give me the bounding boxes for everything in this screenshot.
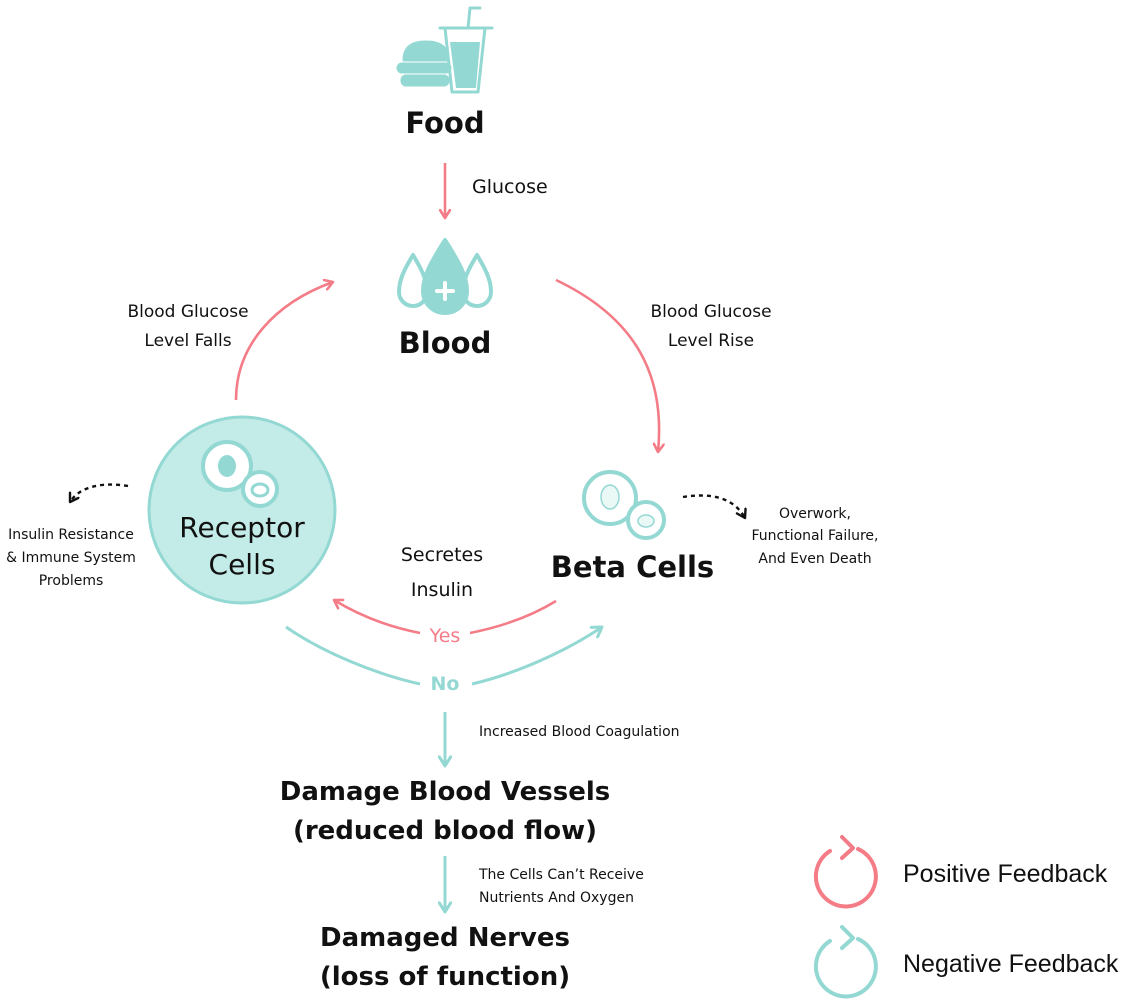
receptor-cells-label-line1: Receptor bbox=[179, 511, 305, 544]
damaged-nerves-label-line2: (loss of function) bbox=[319, 962, 571, 992]
receptor-cells-icon bbox=[201, 440, 279, 508]
level-rise-label-line1: Blood Glucose bbox=[650, 302, 772, 322]
overwork-note-line2: Functional Failure, bbox=[751, 528, 879, 544]
glucose-label: Glucose bbox=[472, 176, 548, 198]
damage-blood-vessels-label-line2: (reduced blood flow) bbox=[292, 816, 598, 846]
overwork-note-line3: And Even Death bbox=[758, 551, 872, 567]
food-label: Food bbox=[405, 106, 485, 140]
yes-arrow-segment bbox=[469, 599, 557, 635]
level-falls-arrow bbox=[234, 282, 333, 401]
no-arrow bbox=[471, 627, 602, 686]
damage-blood-vessels-label-line1: Damage Blood Vessels bbox=[279, 777, 611, 807]
coagulation-label: Increased Blood Coagulation bbox=[479, 724, 680, 740]
overwork-note-line1: Overwork, bbox=[778, 506, 851, 522]
nutrients-label-line1: The Cells Can’t Receive bbox=[479, 867, 644, 883]
level-rise-arrow bbox=[555, 278, 659, 452]
damaged-nerves-label-line1: Damaged Nerves bbox=[320, 923, 570, 953]
level-falls-label-line2: Level Falls bbox=[144, 331, 232, 351]
blood-label: Blood bbox=[398, 326, 492, 360]
insulin-resistance-note-line3: Problems bbox=[38, 573, 104, 589]
receptor-side-effect-arrow bbox=[70, 483, 129, 502]
legend-negative-label: Negative Feedback bbox=[903, 950, 1119, 978]
insulin-resistance-note-line2: & Immune System bbox=[6, 550, 136, 566]
level-falls-label-line1: Blood Glucose bbox=[127, 302, 249, 322]
blood-drops-plus-icon bbox=[397, 238, 493, 315]
positive-feedback-icon bbox=[813, 835, 878, 909]
yes-label: Yes bbox=[429, 625, 461, 647]
yes-arrow bbox=[334, 600, 421, 635]
legend-positive-label: Positive Feedback bbox=[903, 860, 1108, 888]
no-label: No bbox=[430, 673, 460, 695]
level-rise-label-line2: Level Rise bbox=[667, 331, 755, 351]
beta-cells-label: Beta Cells bbox=[550, 550, 715, 584]
secretes-insulin-label-line1: Secretes bbox=[400, 544, 484, 566]
receptor-cells-circle bbox=[147, 415, 337, 605]
beta-side-effect-arrow bbox=[682, 494, 745, 518]
nutrients-label-line2: Nutrients And Oxygen bbox=[479, 890, 634, 906]
beta-cells-icon bbox=[582, 470, 666, 540]
secretes-insulin-label-line2: Insulin bbox=[410, 579, 474, 601]
receptor-cells-label-line2: Cells bbox=[208, 548, 276, 581]
negative-feedback-icon bbox=[813, 925, 878, 999]
no-arrow-segment bbox=[285, 625, 421, 686]
burger-and-drink-icon bbox=[396, 6, 494, 94]
insulin-resistance-note-line1: Insulin Resistance bbox=[8, 527, 134, 543]
